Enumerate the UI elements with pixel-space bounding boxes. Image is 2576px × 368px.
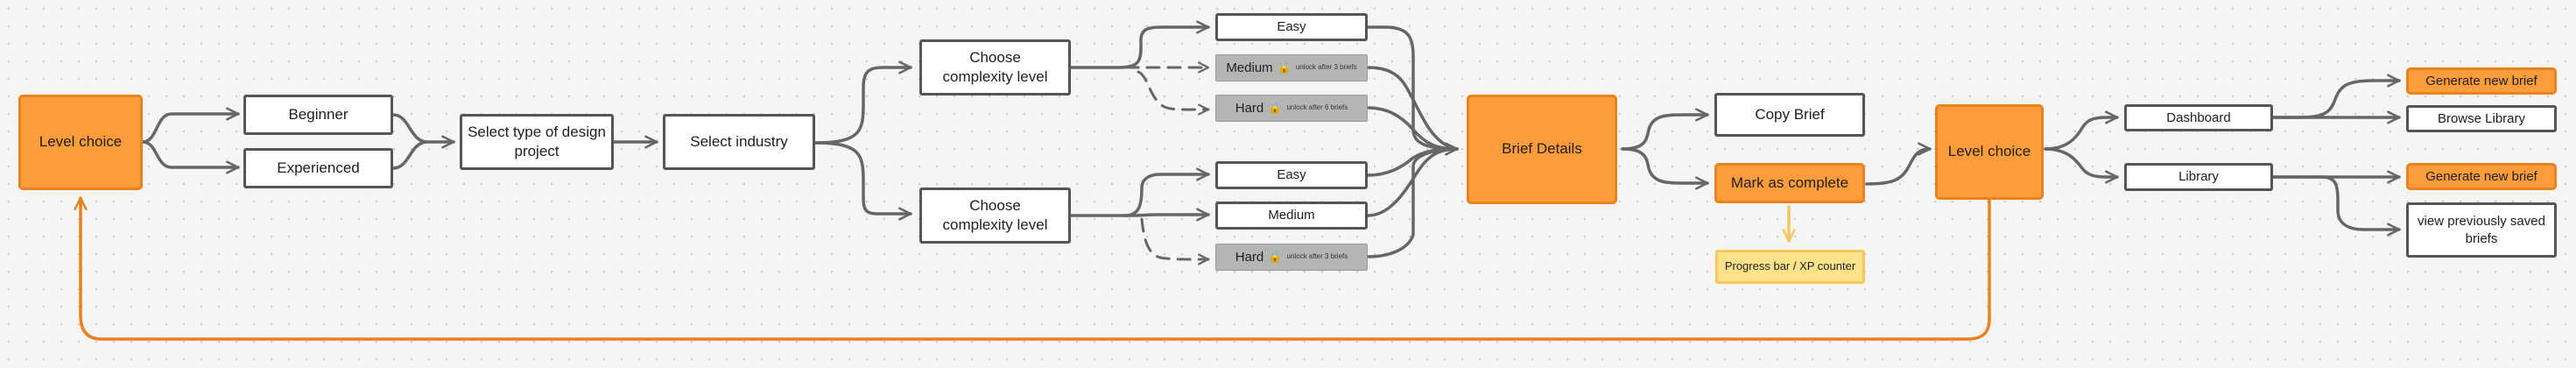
- connector-locked: [1140, 217, 1210, 265]
- node-label: Hard: [1235, 249, 1264, 265]
- connector: [141, 107, 240, 144]
- complexity-experienced-node: Choose complexity level: [919, 188, 1071, 244]
- node-label: Library: [2178, 169, 2219, 185]
- node-label: Copy Brief: [1755, 105, 1825, 123]
- level-choice-end-node: Level choice: [1935, 104, 2044, 200]
- connector: [813, 141, 912, 221]
- progress-bar-node: Progress bar / XP counter: [1715, 250, 1865, 284]
- return-loop-connector: [74, 196, 1991, 341]
- node-label: Experienced: [277, 159, 360, 176]
- node-label: Medium: [1268, 208, 1315, 223]
- connector: [1621, 147, 1709, 190]
- connector-locked: [1137, 70, 1210, 116]
- node-label: Mark as complete: [1730, 173, 1849, 191]
- unlock-note: unlock after 6 briefs: [1286, 103, 1348, 112]
- node-label: Progress bar / XP counter: [1724, 259, 1856, 273]
- node-label: Generate new brief: [2425, 73, 2537, 88]
- lock-icon: 🔒: [1268, 101, 1283, 115]
- complexity-beginner-node: Choose complexity level: [919, 39, 1071, 96]
- copy-brief-node: Copy Brief: [1714, 93, 1865, 137]
- connector: [1366, 147, 1459, 258]
- node-label: Browse Library: [2437, 110, 2526, 126]
- beginner-node: Beginner: [243, 95, 393, 135]
- connector: [1865, 142, 1932, 186]
- node-label: Dashboard: [2166, 110, 2231, 125]
- node-label: Select type of design project: [468, 123, 606, 159]
- connector: [2044, 110, 2119, 151]
- lock-icon: 🔒: [1268, 250, 1283, 264]
- connector: [1069, 208, 1210, 222]
- connector: [1366, 106, 1459, 151]
- node-label: Select industry: [690, 132, 788, 150]
- connector: [1366, 25, 1459, 156]
- unlock-note: unlock after 3 briefs: [1286, 252, 1348, 261]
- library-node: Library: [2124, 163, 2273, 191]
- node-label: Level choice: [1947, 143, 2031, 160]
- connector: [1069, 20, 1210, 69]
- node-label: Easy: [1277, 167, 1306, 183]
- connector: [1366, 66, 1459, 151]
- browse-library-node: Browse Library: [2406, 105, 2557, 132]
- beginner-easy-node: Easy: [1215, 13, 1368, 41]
- connector: [391, 113, 455, 149]
- lock-icon: 🔒: [1277, 60, 1292, 74]
- view-saved-briefs-node: view previously saved briefs: [2406, 202, 2557, 258]
- experienced-easy-node: Easy: [1215, 161, 1368, 189]
- experienced-node: Experienced: [243, 148, 393, 188]
- experienced-medium-node: Medium: [1215, 202, 1368, 230]
- dashboard-node: Dashboard: [2124, 104, 2273, 131]
- node-label: Brief Details: [1502, 140, 1582, 158]
- node-label: view previously saved briefs: [2418, 214, 2545, 246]
- select-type-node: Select type of design project: [460, 114, 614, 170]
- node-label: Beginner: [288, 105, 348, 123]
- mark-complete-node: Mark as complete: [1714, 163, 1865, 203]
- node-label: Generate new brief: [2425, 168, 2537, 184]
- brief-details-node: Brief Details: [1467, 95, 1617, 204]
- generate-new-brief-node-1: Generate new brief: [2406, 67, 2557, 95]
- select-industry-node: Select industry: [663, 114, 815, 170]
- node-label: Hard: [1235, 100, 1264, 116]
- beginner-medium-node: Medium 🔒unlock after 3 briefs: [1215, 54, 1368, 81]
- node-label: Choose complexity level: [942, 196, 1048, 233]
- connector: [2271, 175, 2401, 237]
- connector: [2271, 74, 2401, 119]
- connector: [141, 140, 240, 174]
- connector: [813, 60, 912, 145]
- node-label: Level choice: [39, 133, 123, 151]
- connector: [2044, 147, 2119, 184]
- connector: [1621, 108, 1709, 151]
- generate-new-brief-node-2: Generate new brief: [2406, 163, 2557, 190]
- experienced-hard-node: Hard 🔒unlock after 3 briefs: [1215, 244, 1368, 271]
- connector: [391, 140, 429, 170]
- node-label: Medium: [1226, 60, 1273, 75]
- beginner-hard-node: Hard 🔒unlock after 6 briefs: [1215, 95, 1368, 122]
- connector: [1123, 167, 1210, 217]
- unlock-note: unlock after 3 briefs: [1295, 63, 1357, 72]
- node-label: Choose complexity level: [942, 48, 1048, 85]
- level-choice-start-node: Level choice: [18, 95, 143, 190]
- node-label: Easy: [1277, 19, 1306, 35]
